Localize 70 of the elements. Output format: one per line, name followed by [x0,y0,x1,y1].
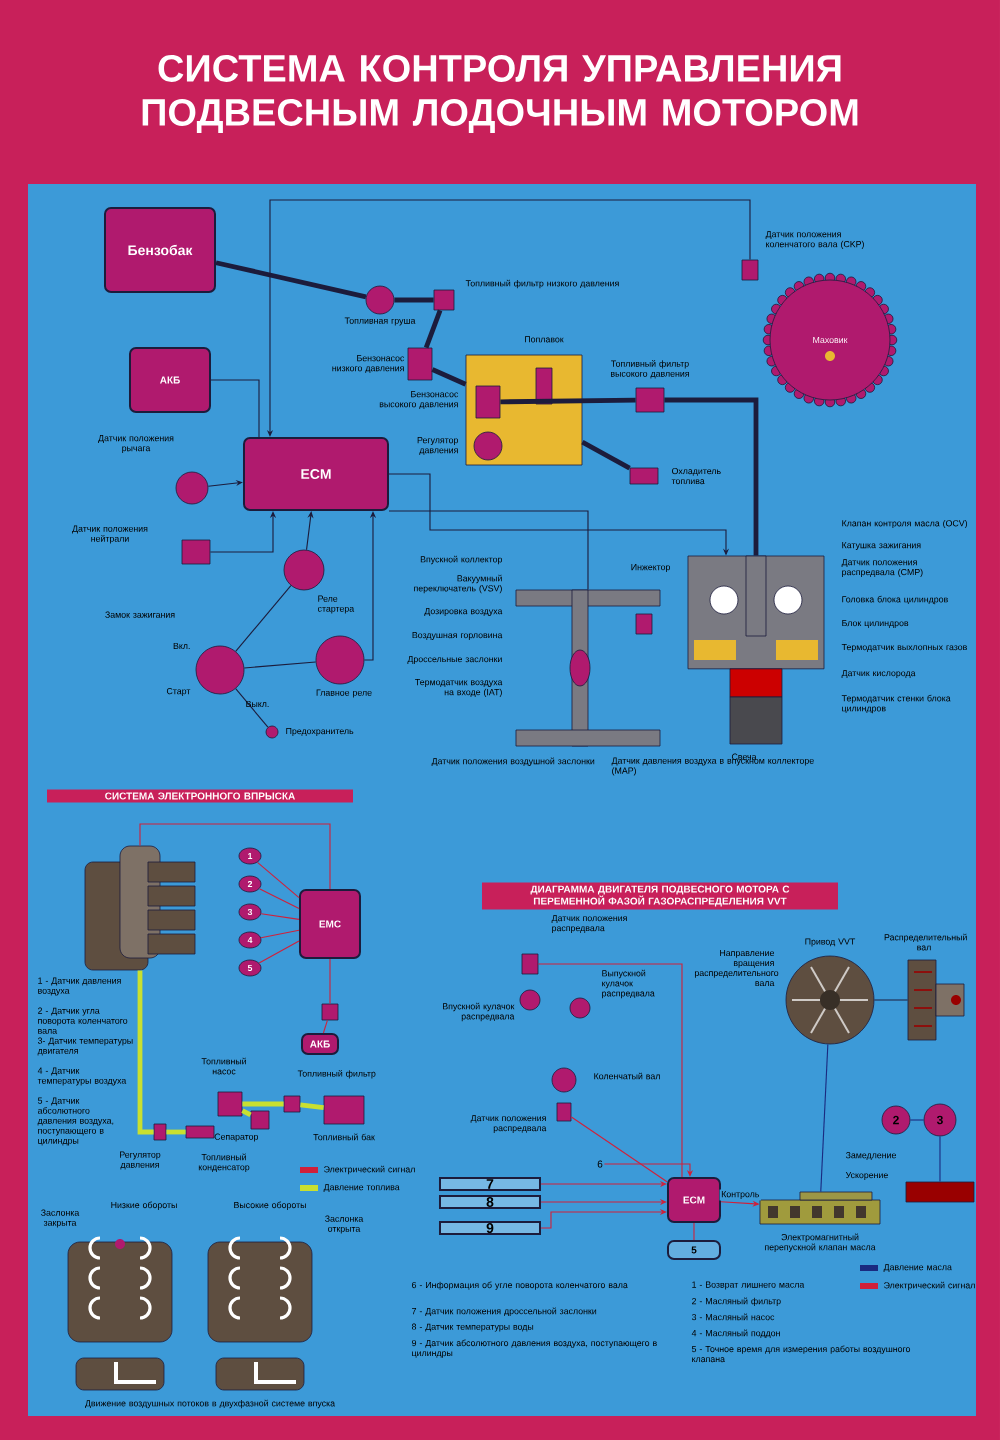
connector [139,823,331,890]
fuel-tank-symbol [323,1095,365,1125]
connector [260,929,300,939]
valve-drawing [759,1191,881,1225]
pump-symbol [407,347,433,381]
filter-symbol [433,289,455,311]
connector [388,510,589,591]
connector [500,397,636,405]
connector [423,309,443,349]
connector [394,297,434,303]
engine-drawing [687,555,825,745]
pump-symbol [217,1091,243,1117]
crankshaft-symbol [551,1067,577,1093]
connector [664,397,759,556]
connector [166,1129,186,1135]
connector [329,958,331,1005]
oil-pan-symbol [905,1181,975,1203]
connector [939,1135,941,1183]
vvt-gear-drawing [785,955,875,1045]
connector [241,1108,252,1118]
connector [235,688,269,728]
connector [260,913,300,920]
connector [909,1119,925,1121]
sensor-symbol [521,953,539,975]
connector [693,1222,695,1241]
connector [873,999,909,1001]
connector [537,963,683,1178]
float-symbol [535,367,553,405]
connector [258,888,300,910]
regulator-symbol [473,431,503,461]
connector [540,1208,667,1229]
connector [243,661,317,669]
connector [235,585,292,652]
sensor-symbol [181,539,211,565]
cam-symbol [519,989,541,1011]
cam-symbol [569,997,591,1019]
connector [581,440,631,471]
connector [137,970,154,1135]
sensor-symbol [175,471,209,505]
connector [258,940,300,964]
pump-symbol [475,385,501,419]
connector [300,1102,324,1111]
sensor-symbol [741,259,759,281]
title: СИСТЕМА КОНТРОЛЯ УПРАВЛЕНИЯ ПОДВЕСНЫМ ЛОДОЧНЫМ МОТОРОМ [142,54,858,134]
connector [256,861,300,899]
filter-symbol [283,1095,301,1113]
relay-symbol [315,635,365,685]
manifold-drawing [84,845,196,971]
connector [431,367,467,387]
condenser-symbol [185,1125,215,1139]
regulator-symbol [153,1123,167,1141]
connector [322,1019,328,1034]
filter-symbol [635,387,665,413]
relay-symbol [321,1003,339,1021]
connector [570,1116,668,1183]
relay-symbol [283,549,325,591]
connector [242,1101,284,1107]
separator-symbol [250,1110,270,1130]
connector [215,260,367,300]
connector [207,480,243,487]
cooler-symbol [629,467,659,485]
fuse-symbol [265,725,279,739]
connector [210,379,260,438]
camshaft-drawing [907,959,965,1041]
fuel-bulb-symbol [365,285,395,315]
sensor-symbol [556,1102,572,1122]
connector [820,1043,829,1193]
ignition-switch-symbol [195,645,245,695]
connector [603,1163,694,1177]
intake-drawing [515,589,661,747]
